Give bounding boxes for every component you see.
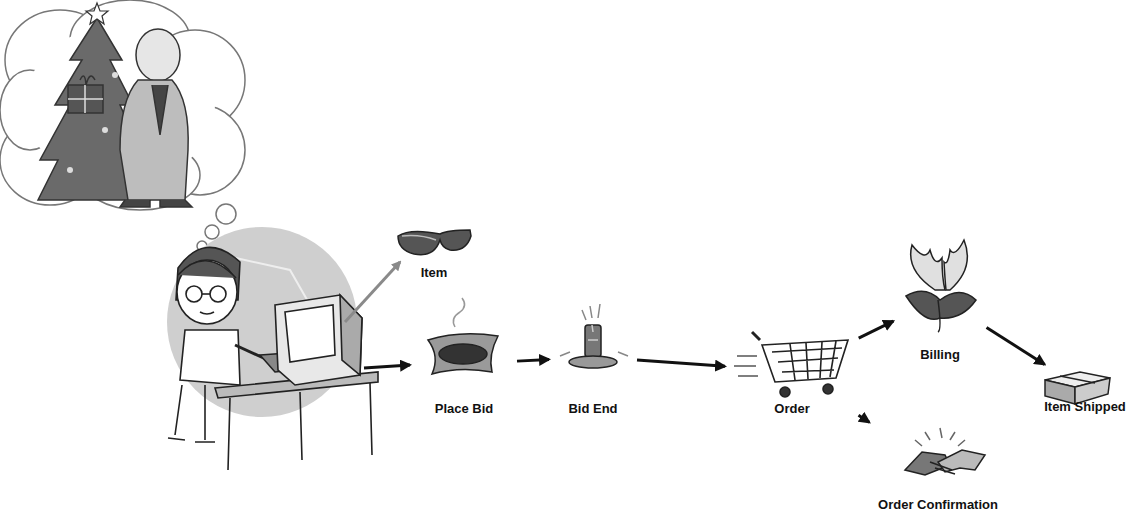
sunglasses-icon <box>398 230 471 255</box>
node-label: Bid End <box>552 401 634 416</box>
node-label: Billing <box>896 347 984 362</box>
icon-node: Billing <box>896 234 984 362</box>
old-man <box>68 29 192 207</box>
handshake-icon <box>905 428 985 475</box>
flow-arrow <box>858 415 869 422</box>
icon-node: Item Shipped <box>1031 366 1139 414</box>
icon-node: Place Bid <box>414 312 514 416</box>
thought-cloud <box>0 0 245 251</box>
flow-arrow <box>637 360 725 366</box>
icon-node: Order <box>728 326 856 416</box>
desk-computer <box>215 295 378 470</box>
gavel-icon <box>560 304 628 368</box>
node-label: Item <box>388 265 480 280</box>
node-label: Item Shipped <box>1031 399 1139 414</box>
leader-arrow <box>345 262 400 322</box>
icon-node: Bid End <box>552 298 634 416</box>
node-label: Order Confirmation <box>864 497 1012 512</box>
leader-arrow <box>364 365 410 368</box>
icon-node: Order Confirmation <box>864 424 1012 512</box>
girl-at-computer <box>168 247 268 442</box>
cart-icon <box>734 332 848 397</box>
node-label: Place Bid <box>414 401 514 416</box>
flow-arrow <box>517 359 549 361</box>
icon-node: Item <box>388 222 480 280</box>
node-label: Order <box>728 401 856 416</box>
flow-arrow <box>987 328 1045 365</box>
flow-arrow <box>859 321 894 338</box>
money-wings-icon <box>906 240 976 332</box>
bid-card-icon <box>428 298 498 374</box>
